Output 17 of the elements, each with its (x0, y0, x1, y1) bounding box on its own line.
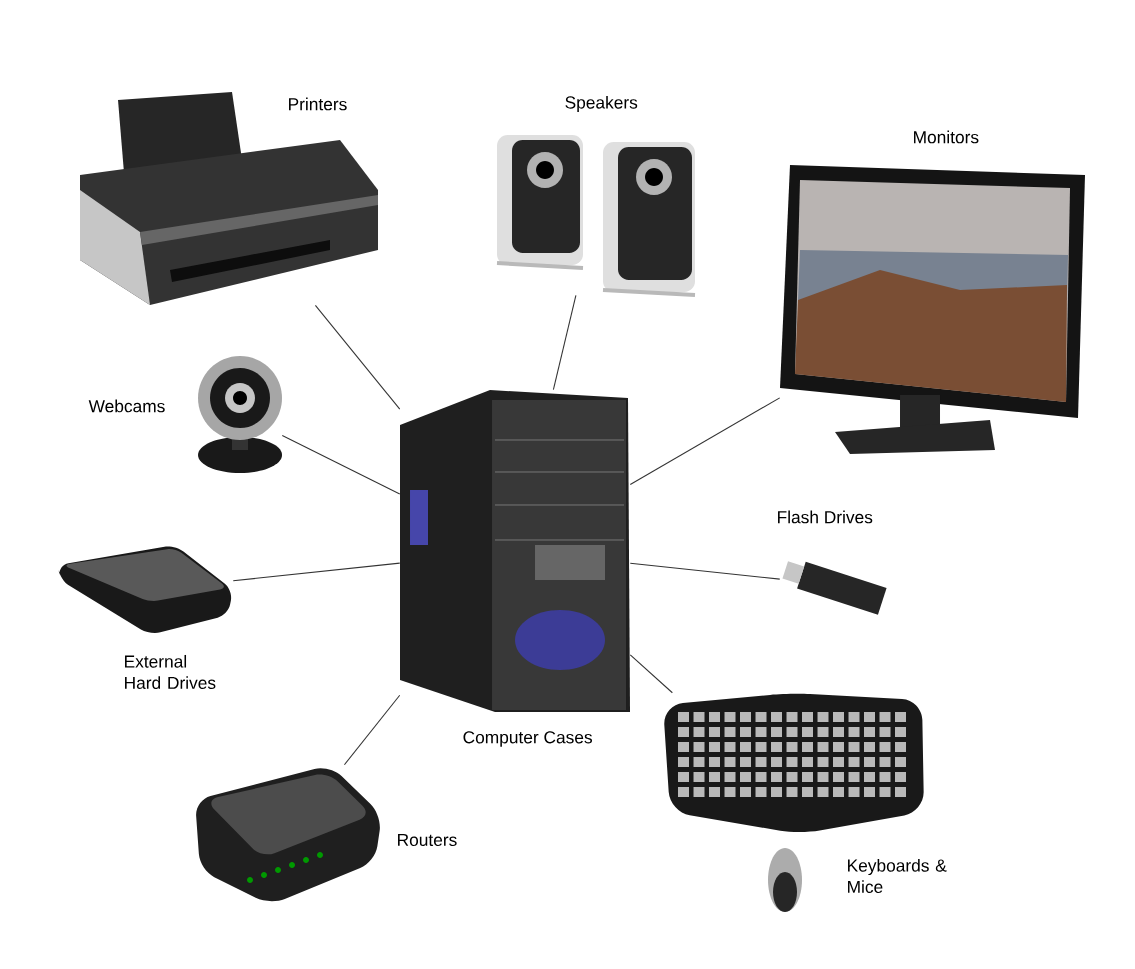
device-label: Flash Drives (778, 510, 873, 524)
connector-line (629, 654, 673, 694)
connector-line (232, 562, 401, 582)
device-label: Monitors (914, 130, 979, 144)
connector-line (281, 434, 401, 495)
device-label: Keyboards & Mice (848, 858, 947, 894)
device-label: Webcams (88, 399, 165, 413)
device-label: Computer Cases (463, 731, 592, 747)
connector-line (343, 694, 401, 766)
connector-line (629, 397, 781, 485)
device-label: Printers (289, 97, 347, 111)
connector-line (314, 304, 401, 410)
connector-line (629, 562, 781, 580)
connector-line (552, 294, 577, 391)
device-label: Speakers (565, 95, 638, 113)
device-label: External Hard Drives (125, 654, 216, 690)
device-label: Routers (398, 833, 457, 847)
